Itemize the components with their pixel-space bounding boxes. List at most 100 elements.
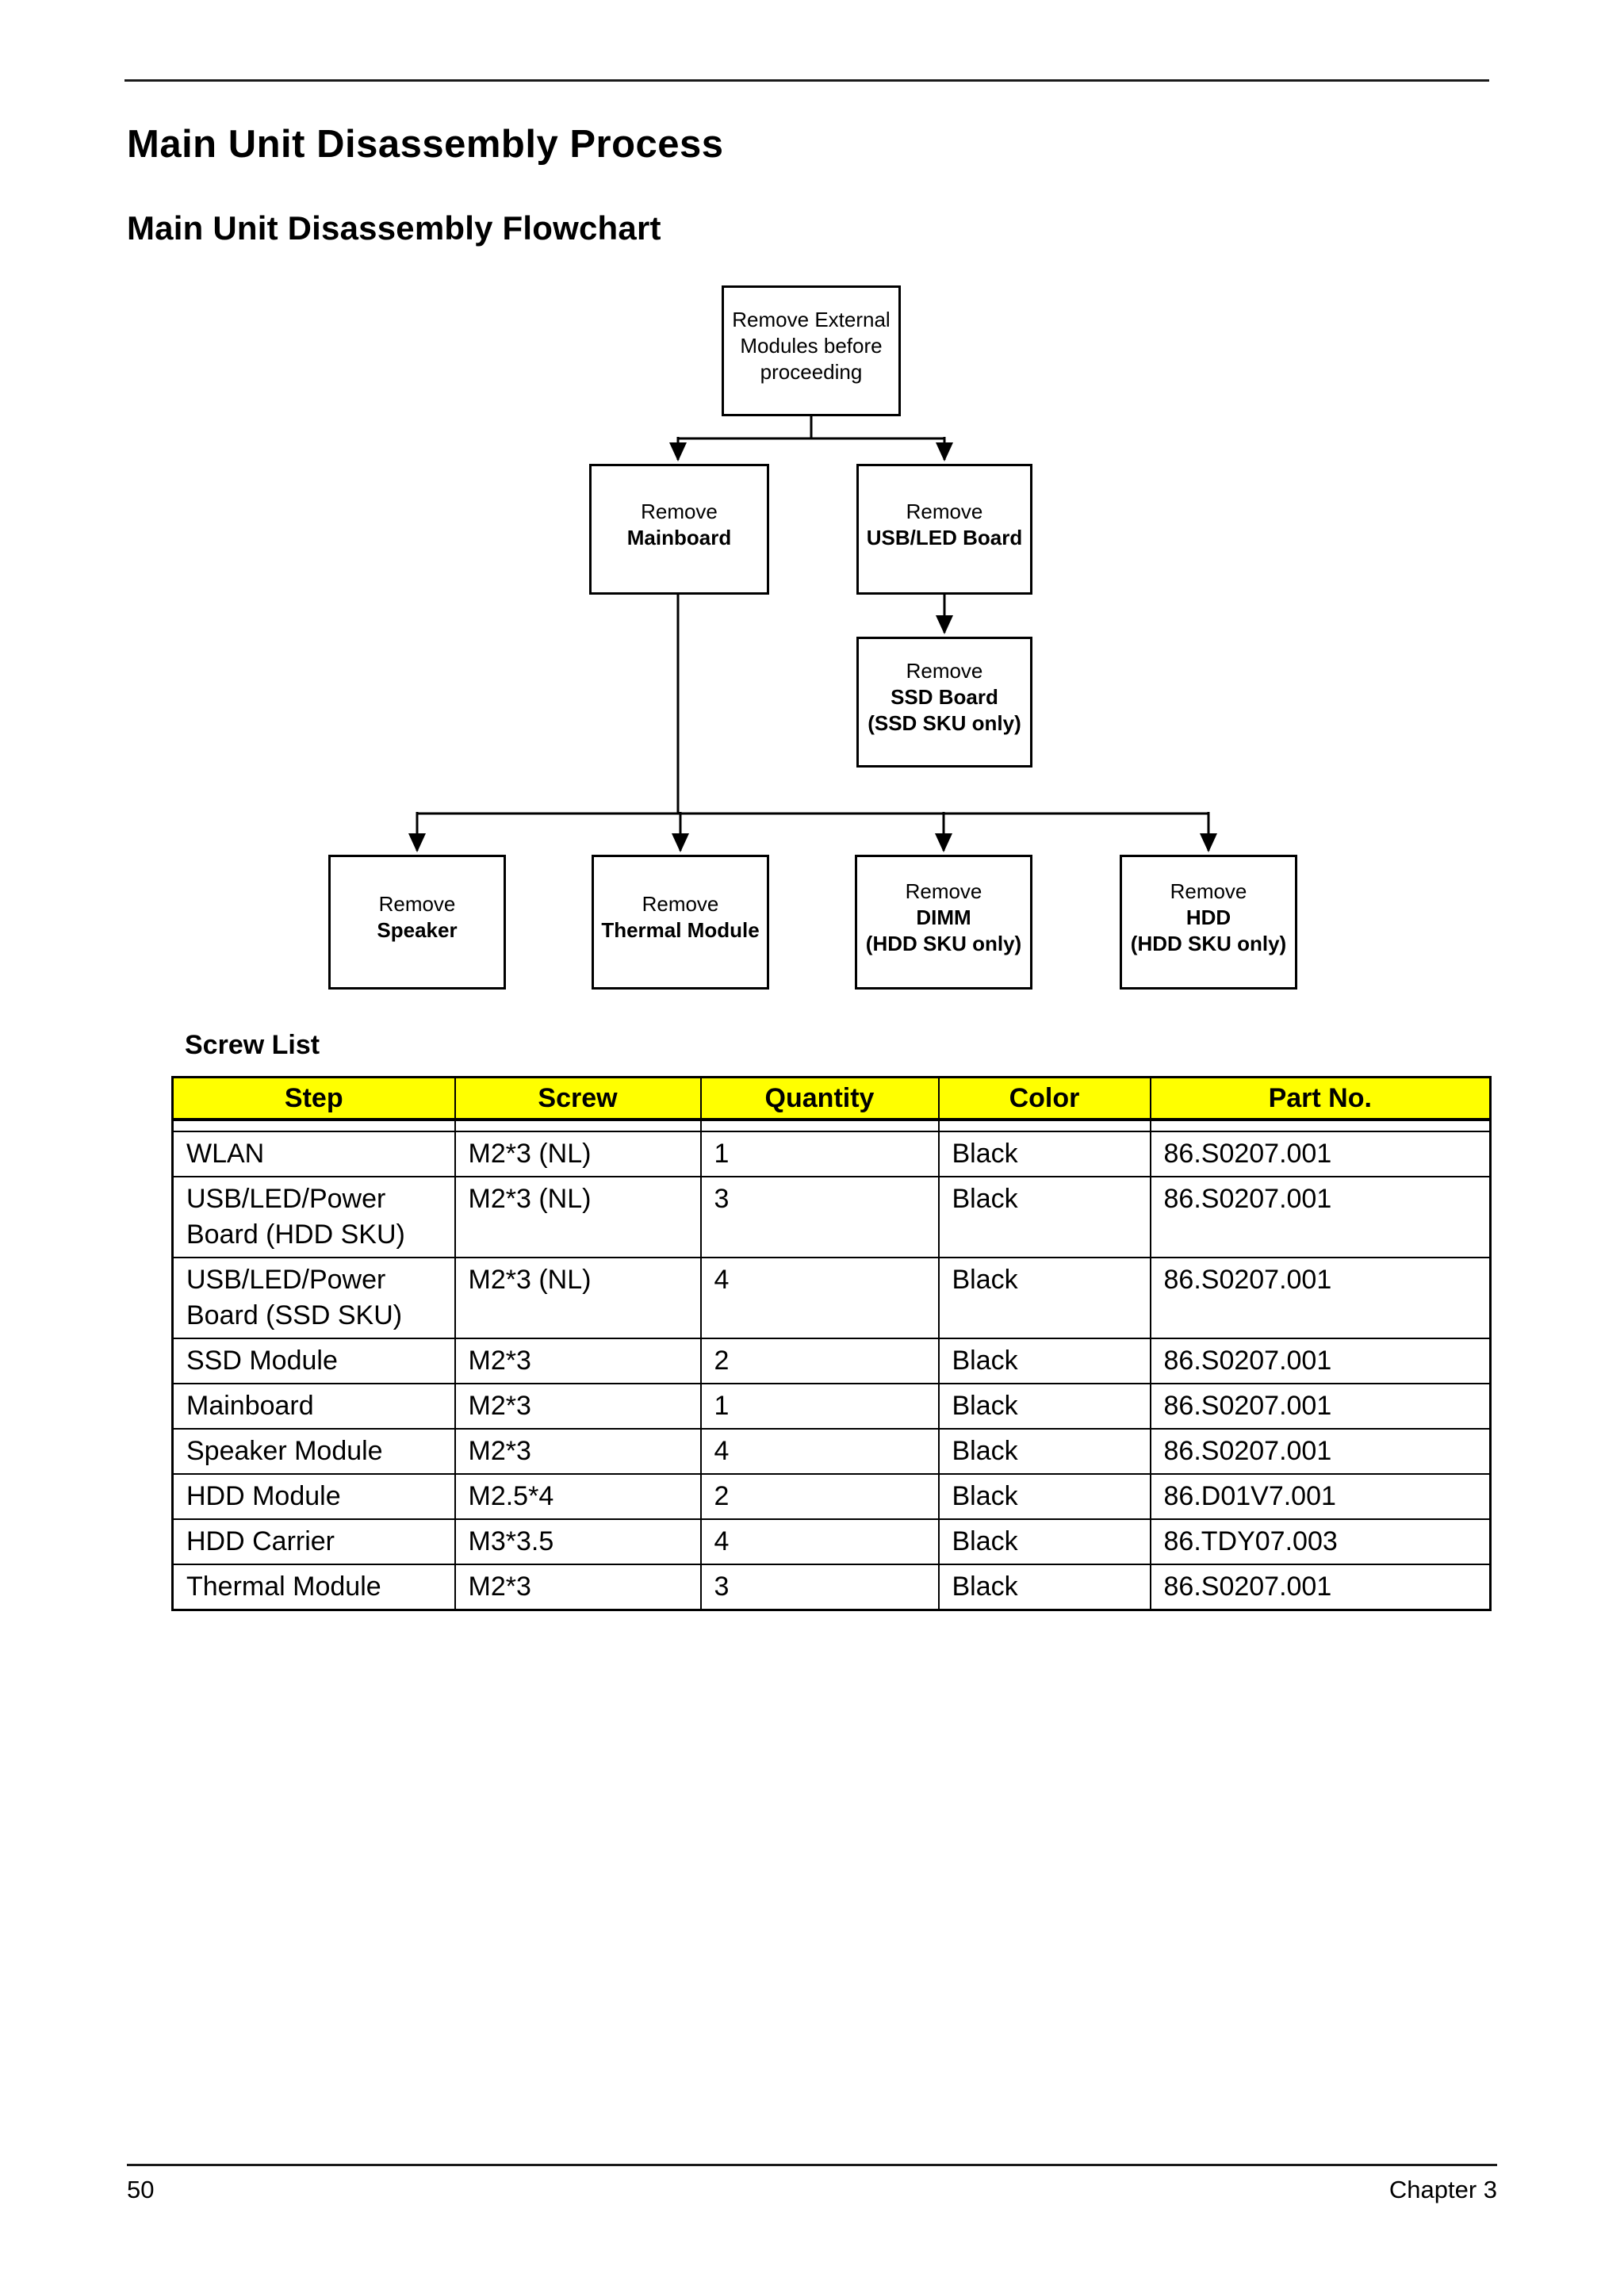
table-cell: M2*3 (NL): [454, 1257, 702, 1339]
table-cell: 4: [699, 1257, 940, 1339]
table-column-header: Screw: [454, 1076, 702, 1121]
table-cell: 4: [699, 1518, 940, 1565]
flowchart-node-line: Remove External: [732, 308, 891, 331]
table-cell: 86.S0207.001: [1149, 1176, 1492, 1258]
table-cell: 86.S0207.001: [1149, 1257, 1492, 1339]
table-cell: Black: [937, 1176, 1151, 1258]
table-cell: 1: [699, 1131, 940, 1177]
table-column-header: Part No.: [1149, 1076, 1492, 1121]
table-cell: 3: [699, 1564, 940, 1611]
table-cell: Speaker Module: [171, 1428, 456, 1475]
flowchart-node-line: Remove: [1170, 879, 1247, 903]
header-spacer-row: [171, 1119, 1492, 1132]
table-cell: 86.D01V7.001: [1149, 1473, 1492, 1520]
page-title: Main Unit Disassembly Process: [127, 123, 724, 166]
flowchart-node-line: Remove: [906, 659, 983, 683]
spacer-cell: [699, 1119, 940, 1132]
table-cell: 3: [699, 1176, 940, 1258]
spacer-cell: [937, 1119, 1151, 1132]
footer-page-number: 50: [127, 2176, 155, 2203]
table-cell: M3*3.5: [454, 1518, 702, 1565]
table-cell: 86.S0207.001: [1149, 1338, 1492, 1384]
table-cell: Thermal Module: [171, 1564, 456, 1611]
flowchart-node-line: DIMM: [916, 905, 971, 929]
table-cell: HDD Module: [171, 1473, 456, 1520]
flowchart-node-line: USB/LED Board: [866, 525, 1023, 549]
flowchart-node-line: (HDD SKU only): [865, 931, 1022, 955]
flowchart-node-line: Modules before: [740, 334, 883, 358]
table-cell: Black: [937, 1131, 1151, 1177]
flowchart-node-line: (HDD SKU only): [1130, 931, 1287, 955]
table-cell: Black: [937, 1564, 1151, 1611]
flowchart-node-line: Speaker: [377, 918, 458, 942]
table-column-header: Step: [171, 1076, 456, 1121]
table-cell: USB/LED/Power Board (SSD SKU): [171, 1257, 456, 1339]
table-cell: 2: [699, 1473, 940, 1520]
table-cell: HDD Carrier: [171, 1518, 456, 1565]
table-cell: Mainboard: [171, 1383, 456, 1430]
table-cell: Black: [937, 1383, 1151, 1430]
table-cell: Black: [937, 1257, 1151, 1339]
table-column-header: Quantity: [699, 1076, 940, 1121]
flowchart-node-line: Remove: [378, 892, 456, 916]
flowchart-node-line: proceeding: [760, 360, 863, 384]
flowchart-node-line: Thermal Module: [601, 918, 760, 942]
table-cell: 1: [699, 1383, 940, 1430]
table-cell: 2: [699, 1338, 940, 1384]
flowchart-node-line: Remove: [641, 499, 718, 523]
flowchart-node-line: Remove: [905, 879, 982, 903]
footer-chapter: Chapter 3: [1388, 2176, 1497, 2203]
table-cell: M2*3: [454, 1338, 702, 1384]
table-cell: WLAN: [171, 1131, 456, 1177]
table-cell: M2*3: [454, 1428, 702, 1475]
table-cell: 86.S0207.001: [1149, 1383, 1492, 1430]
flowchart-connectors: [408, 416, 1217, 852]
flowchart-node-line: (SSD SKU only): [868, 711, 1021, 735]
table-cell: M2*3: [454, 1383, 702, 1430]
table-column-header: Color: [937, 1076, 1151, 1121]
flowchart-node-line: HDD: [1185, 905, 1231, 929]
table-cell: Black: [937, 1338, 1151, 1384]
header-rule: [124, 79, 1489, 82]
table-cell: Black: [937, 1473, 1151, 1520]
spacer-cell: [454, 1119, 702, 1132]
table-cell: Black: [937, 1428, 1151, 1475]
table-cell: M2.5*4: [454, 1473, 702, 1520]
flowchart-node-line: Remove: [906, 499, 983, 523]
table-cell: USB/LED/Power Board (HDD SKU): [171, 1176, 456, 1258]
table-cell: SSD Module: [171, 1338, 456, 1384]
table-cell: Black: [937, 1518, 1151, 1565]
flowchart-node-line: Mainboard: [626, 525, 732, 549]
table-cell: 86.TDY07.003: [1149, 1518, 1492, 1565]
spacer-cell: [171, 1119, 456, 1132]
table-cell: 86.S0207.001: [1149, 1564, 1492, 1611]
table-cell: 86.S0207.001: [1149, 1131, 1492, 1177]
flowchart-node-line: SSD Board: [891, 685, 998, 709]
footer-rule: [127, 2164, 1497, 2166]
table-cell: M2*3 (NL): [454, 1176, 702, 1258]
table-cell: 4: [699, 1428, 940, 1475]
